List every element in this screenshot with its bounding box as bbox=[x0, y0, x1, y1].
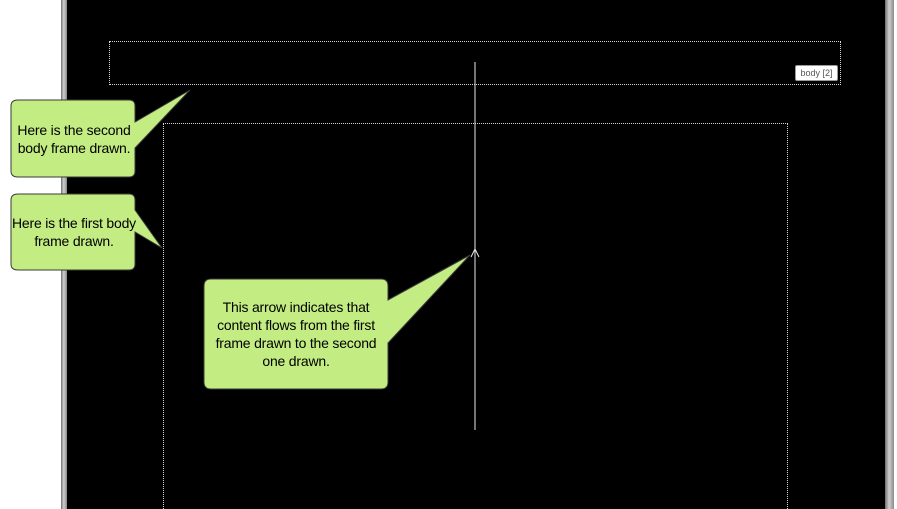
content-flow-arrowhead-icon bbox=[470, 247, 480, 258]
callout-second-frame-bubble bbox=[10, 89, 191, 178]
right-scroll-edge[interactable] bbox=[885, 0, 894, 509]
callout-flow-arrow-bubble bbox=[203, 254, 471, 390]
callout-second-frame-text: Here is the second body frame drawn. bbox=[17, 122, 131, 156]
callout-first-frame-text: Here is the first body frame drawn. bbox=[12, 215, 136, 249]
callout-first-frame-bubble bbox=[10, 193, 163, 271]
second-frame-tag: body [2] bbox=[795, 65, 838, 81]
callout-flow-arrow-text: This arrow indicates that content flows … bbox=[215, 299, 377, 369]
